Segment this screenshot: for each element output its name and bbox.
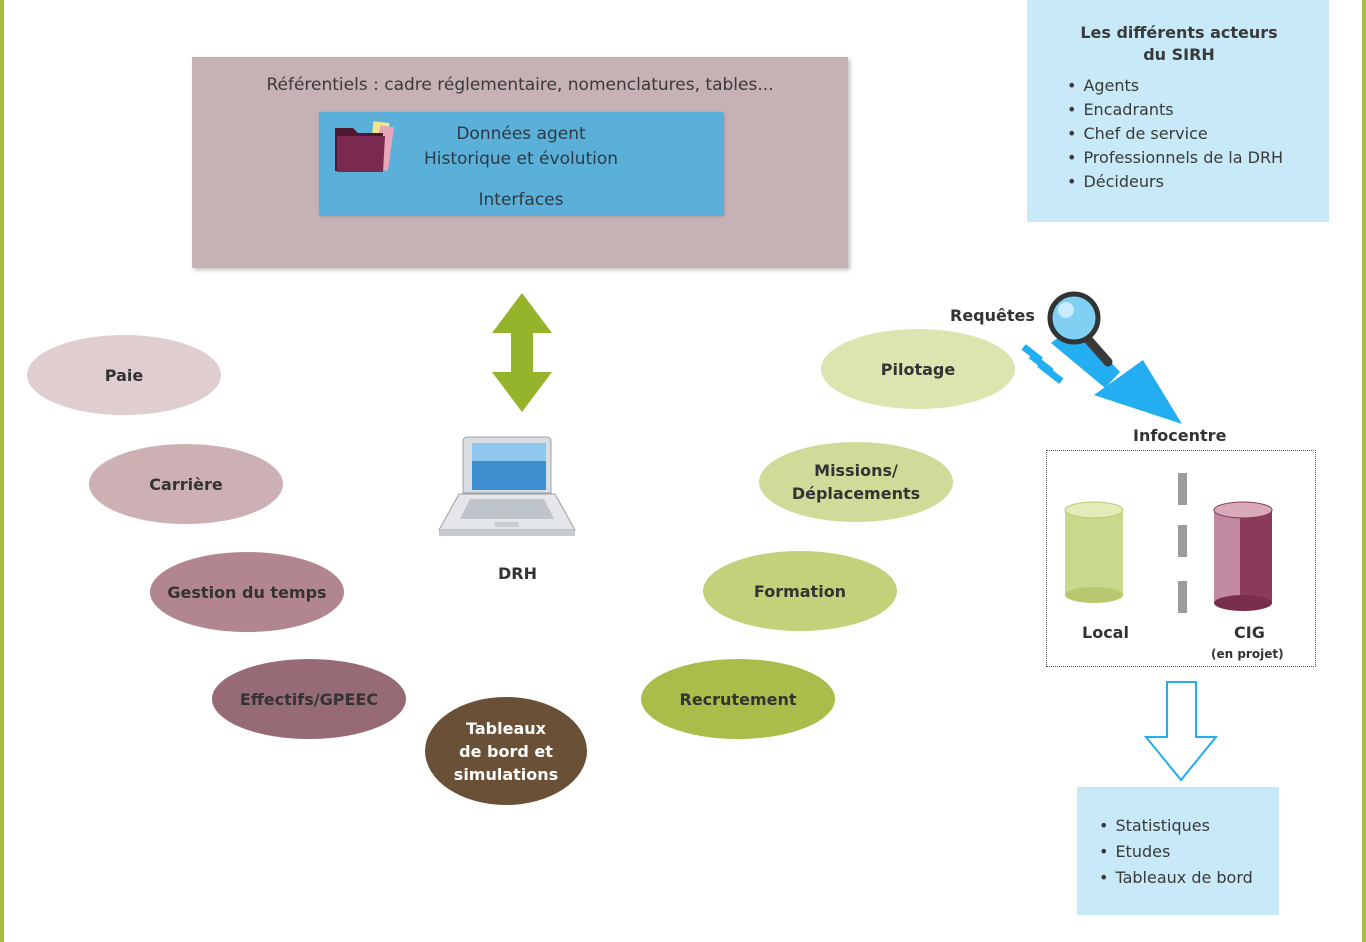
database-icon	[1213, 501, 1273, 611]
historique-label: Historique et évolution	[423, 149, 619, 169]
acteur-item: Décideurs	[1067, 170, 1283, 194]
module-effectifs-gpeec: Effectifs/GPEEC	[212, 659, 406, 739]
interfaces-label: Interfaces	[478, 190, 564, 210]
donnees-agent-box: Données agent Historique et évolution In…	[319, 112, 723, 215]
drh-label: DRH	[498, 564, 537, 583]
cig-label: CIG	[1234, 623, 1265, 642]
acteurs-title-line2: du SIRH	[1143, 45, 1215, 64]
folder-icon	[335, 121, 394, 172]
module-recrutement: Recrutement	[641, 659, 835, 739]
double-arrow-icon	[492, 293, 552, 412]
module-gestion-du-temps: Gestion du temps	[150, 552, 344, 632]
module-pilotage: Pilotage	[821, 329, 1015, 409]
referentiels-title: Référentiels : cadre réglementaire, nome…	[266, 75, 774, 95]
missions-line1: Missions/	[814, 461, 898, 480]
referentiels-box: Référentiels : cadre réglementaire, nome…	[192, 57, 848, 268]
donnees-agent-label: Données agent	[456, 124, 586, 144]
infocentre-title: Infocentre	[1133, 426, 1227, 445]
requetes-arrow-icon	[1021, 325, 1182, 424]
infocentre-box: Local CIG (en projet)	[1046, 450, 1316, 667]
module-formation: Formation	[703, 551, 897, 631]
outputs-list: Statistiques Etudes Tableaux de bord	[1099, 813, 1253, 891]
laptop-icon	[438, 436, 576, 536]
acteurs-title: Les différents acteurs du SIRH	[1027, 22, 1331, 66]
module-paie: Paie	[27, 335, 221, 415]
tableaux-line1: Tableaux	[466, 718, 546, 738]
database-icon	[1064, 501, 1124, 603]
acteur-item: Encadrants	[1067, 98, 1283, 122]
output-item: Statistiques	[1099, 813, 1253, 839]
cig-note: (en projet)	[1211, 647, 1284, 661]
separator-dashes	[1178, 473, 1187, 613]
acteurs-box: Les différents acteurs du SIRH Agents En…	[1027, 0, 1329, 222]
requetes-label: Requêtes	[950, 306, 1035, 325]
magnifier-icon	[1047, 291, 1113, 367]
acteur-item: Agents	[1067, 74, 1283, 98]
module-missions: Missions/ Déplacements	[759, 442, 953, 522]
acteur-item: Chef de service	[1067, 122, 1283, 146]
acteurs-list: Agents Encadrants Chef de service Profes…	[1067, 74, 1283, 194]
down-arrow-icon	[1143, 681, 1219, 782]
module-tableaux-de-bord: Tableaux de bord et simulations	[425, 697, 587, 805]
tableaux-line3: simulations	[453, 764, 559, 784]
acteurs-title-line1: Les différents acteurs	[1080, 23, 1278, 42]
module-carriere: Carrière	[89, 444, 283, 524]
outputs-box: Statistiques Etudes Tableaux de bord	[1077, 787, 1279, 915]
local-label: Local	[1082, 623, 1129, 642]
output-item: Etudes	[1099, 839, 1253, 865]
tableaux-line2: de bord et	[459, 741, 553, 761]
output-item: Tableaux de bord	[1099, 865, 1252, 891]
acteur-item: Professionnels de la DRH	[1067, 146, 1283, 170]
missions-line2: Déplacements	[791, 484, 921, 503]
